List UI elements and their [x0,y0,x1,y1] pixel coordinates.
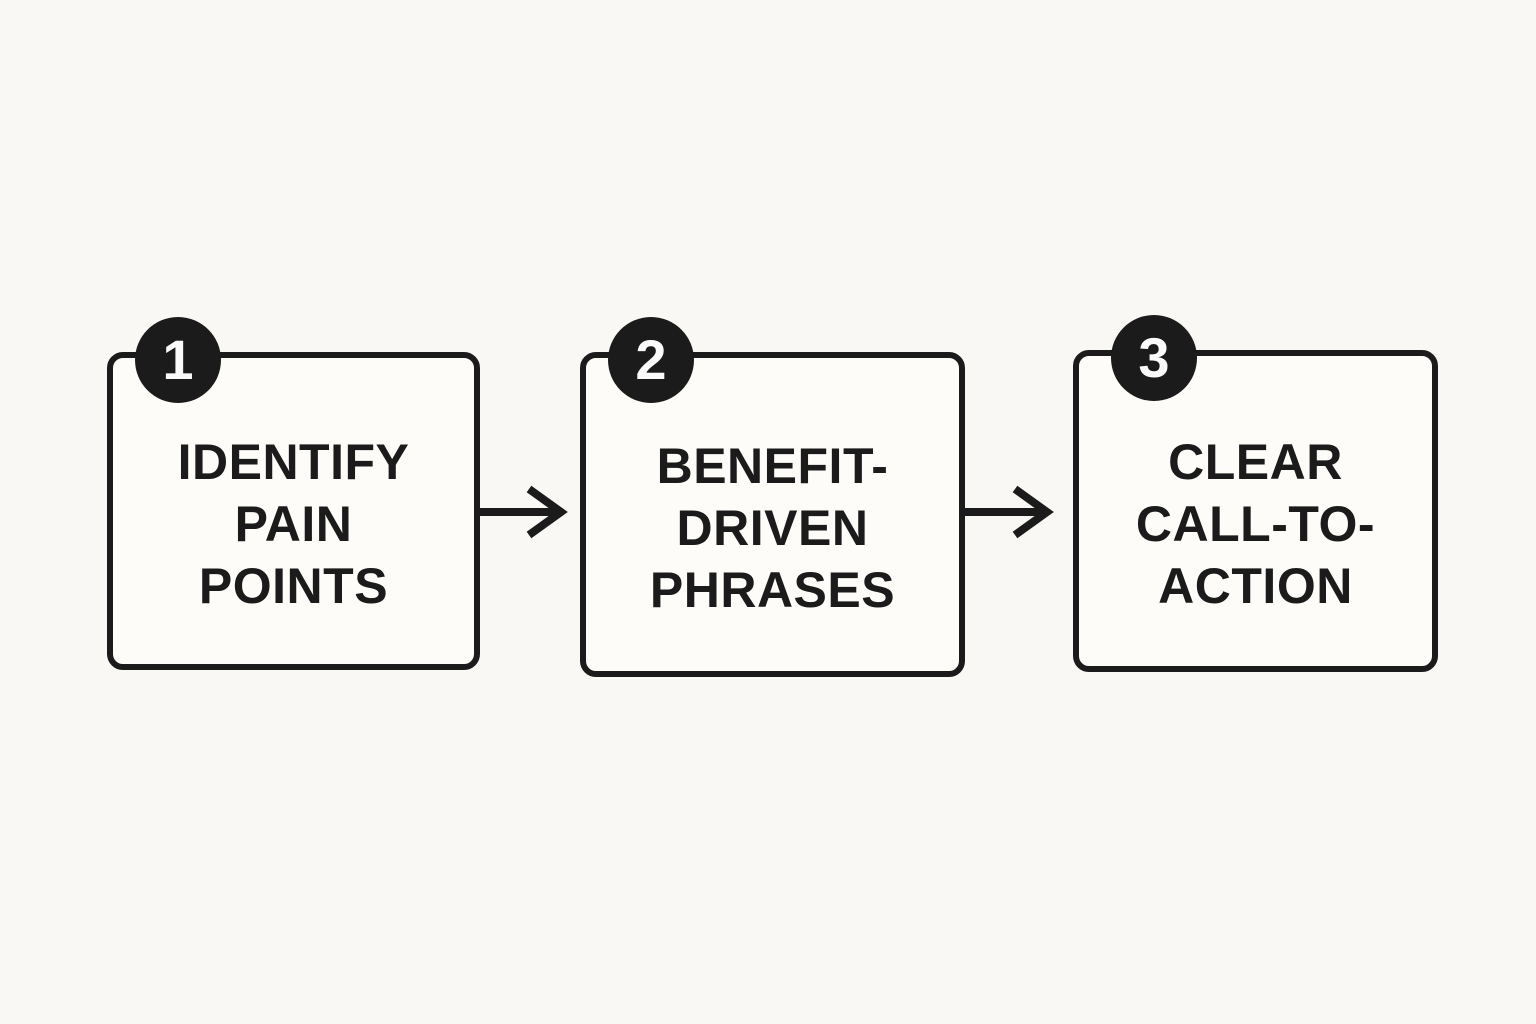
step-3-number-badge: 3 [1111,315,1197,401]
step-3-title: CLEAR CALL-TO- ACTION [1079,356,1432,666]
step-box-1: 1 IDENTIFY PAIN POINTS [107,317,480,670]
right-arrow-icon [963,485,1054,539]
right-arrow-icon [477,485,568,539]
step-1-title-line-3: POINTS [198,558,389,614]
step-3-title-line-1: CLEAR [1168,434,1343,490]
step-2-number: 2 [635,328,667,391]
step-2-title: BENEFIT- DRIVEN PHRASES [586,358,959,671]
step-1-title-line-2: PAIN [234,496,353,552]
step-3-title-line-2: CALL-TO- [1135,496,1376,552]
step-3-title-line-3: ACTION [1158,558,1353,614]
step-1-title: IDENTIFY PAIN POINTS [113,358,474,664]
step-2-title-line-1: BENEFIT- [656,437,889,494]
step-2-number-badge: 2 [608,317,694,403]
step-1-title-line-1: IDENTIFY [177,434,410,490]
step-2-title-line-3: PHRASES [649,561,896,618]
step-1-number-badge: 1 [135,317,221,403]
step-box-2: 2 BENEFIT- DRIVEN PHRASES [580,317,965,677]
step-2-title-line-2: DRIVEN [676,499,869,556]
step-3-number: 3 [1138,326,1170,389]
step-box-3: 3 CLEAR CALL-TO- ACTION [1073,315,1438,672]
step-1-number: 1 [162,328,194,391]
